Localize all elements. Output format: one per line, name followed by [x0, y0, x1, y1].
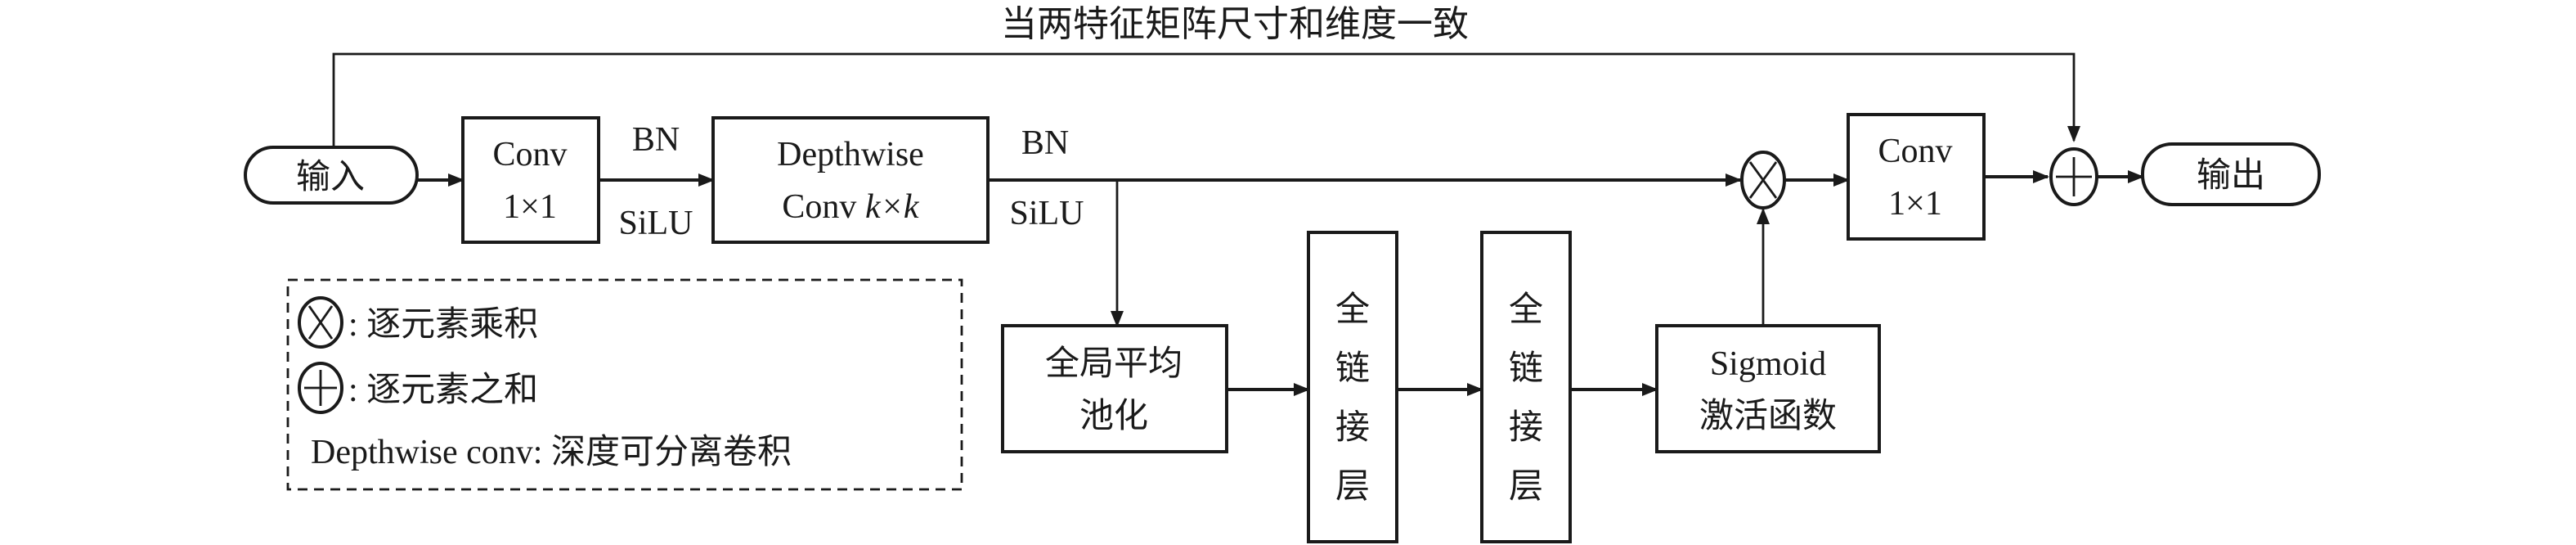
fc2-char: 层 — [1509, 468, 1543, 506]
fc2-char: 全 — [1509, 291, 1543, 329]
legend-depthwise-text: Depthwise conv: 深度可分离卷积 — [311, 433, 792, 471]
fc2-char: 接 — [1509, 409, 1543, 447]
fc2-char: 链 — [1509, 350, 1543, 388]
sigmoid-box: Sigmoid 激活函数 — [1655, 324, 1881, 453]
skip-connection-line — [332, 52, 2080, 147]
multiply-node — [1740, 151, 1786, 209]
silu1-label: SiLU — [618, 205, 693, 242]
fc1-box: 全 链 接 层 — [1307, 231, 1398, 543]
skip-connection-label: 当两特征矩阵尺寸和维度一致 — [1001, 4, 1469, 44]
conv1-box: Conv 1×1 — [461, 116, 600, 244]
silu2-label: SiLU — [1009, 195, 1084, 232]
gap-line2: 池化 — [1079, 398, 1148, 435]
legend-multiply-text: : 逐元素乘积 — [348, 306, 538, 344]
output-label: 输出 — [2197, 157, 2265, 195]
legend-box: : 逐元素乘积 : 逐元素之和 Depthwise conv: 深度可分离卷积 — [286, 278, 963, 491]
bn1-label: BN — [632, 121, 680, 159]
depthwise-conv-box: Depthwise Conv k×k — [711, 116, 990, 244]
fc1-char: 全 — [1335, 291, 1370, 329]
conv2-box: Conv 1×1 — [1847, 113, 1986, 241]
legend-add-text: : 逐元素之和 — [348, 372, 538, 409]
fc1-char: 链 — [1335, 350, 1370, 388]
conv1-line2: 1×1 — [503, 188, 557, 226]
multiply-legend-icon — [298, 296, 343, 349]
add-legend-icon — [298, 362, 343, 414]
depthwise-kernel-size: k×k — [865, 188, 920, 226]
global-avg-pool-box: 全局平均 池化 — [1001, 324, 1228, 453]
add-node — [2049, 147, 2098, 206]
fc1-char: 接 — [1335, 409, 1370, 447]
gap-line1: 全局平均 — [1045, 345, 1183, 383]
conv2-line1: Conv — [1878, 133, 1952, 170]
sigmoid-line1: Sigmoid — [1710, 345, 1826, 383]
output-node: 输出 — [2141, 142, 2321, 206]
depthwise-line1: Depthwise — [777, 136, 924, 173]
input-node: 输入 — [244, 146, 419, 205]
conv1-line1: Conv — [492, 136, 567, 173]
depthwise-line2: Conv k×k — [782, 188, 919, 226]
depthwise-line2-prefix: Conv — [782, 188, 865, 226]
conv2-line2: 1×1 — [1888, 185, 1942, 223]
input-label: 输入 — [296, 159, 365, 196]
sigmoid-line2: 激活函数 — [1699, 398, 1837, 435]
bn2-label: BN — [1021, 124, 1069, 162]
fc2-box: 全 链 接 层 — [1480, 231, 1572, 543]
fc1-char: 层 — [1335, 468, 1370, 506]
